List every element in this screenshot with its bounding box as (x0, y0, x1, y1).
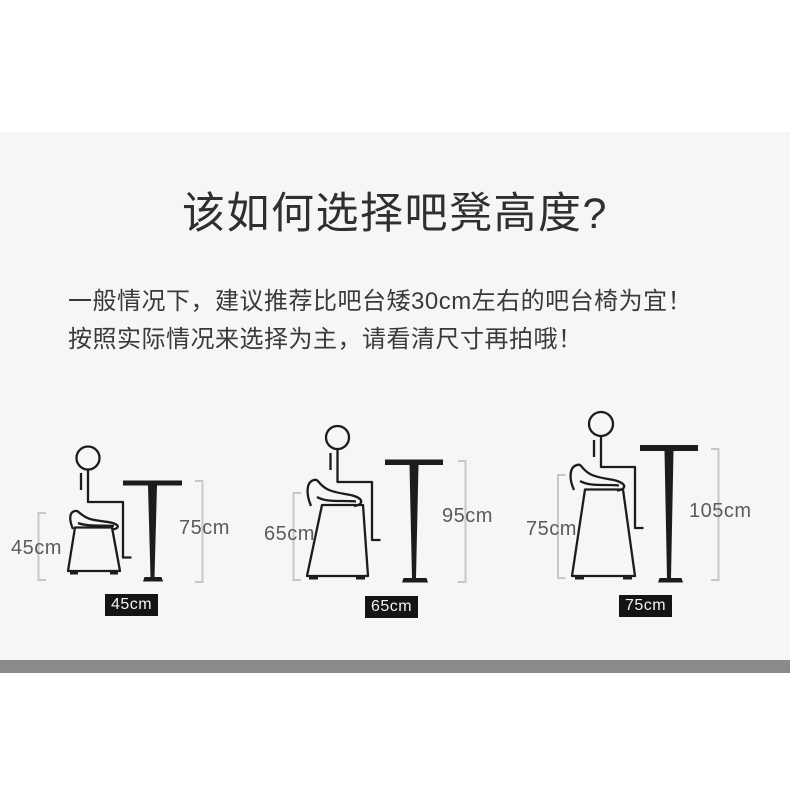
table-stem (664, 451, 674, 578)
stool-foot (70, 571, 78, 575)
stool-height-label-1: 45cm (11, 537, 62, 559)
table-base (402, 578, 428, 583)
stool-size-badge-1: 45cm (105, 594, 158, 616)
table-height-bracket (711, 448, 720, 581)
stool-height-bracket (37, 512, 46, 581)
stool-foot (356, 576, 365, 580)
person-head-icon (324, 424, 351, 451)
diagram-high-stool (557, 410, 720, 583)
stool-foot (575, 576, 584, 580)
stool-height-diagrams (37, 410, 720, 583)
stool-size-badge-2: 65cm (365, 596, 418, 618)
table-base (658, 578, 683, 583)
table-top (640, 445, 698, 451)
table-base (143, 577, 163, 582)
stool-foot (623, 576, 632, 580)
stool-seat-inner (77, 521, 115, 528)
gray-section-background (0, 132, 790, 660)
stool-foot (110, 571, 118, 575)
stool-height-bracket (557, 474, 566, 579)
table-top (123, 480, 182, 486)
bar-stool (66, 509, 122, 575)
page-title: 该如何选择吧凳高度? (182, 190, 608, 238)
person-body (86, 469, 132, 559)
stool-foot (309, 576, 318, 580)
bar-table (123, 480, 182, 582)
stool-body (570, 488, 637, 578)
table-height-label-1: 75cm (179, 517, 230, 539)
bar-table (385, 459, 443, 583)
table-height-label-3: 105cm (689, 500, 752, 522)
stool-height-label-3: 75cm (526, 518, 577, 540)
bar-table (640, 445, 698, 583)
table-stem (409, 465, 419, 578)
table-height-bracket (195, 480, 204, 583)
person-head-icon (587, 410, 615, 438)
stool-body (305, 503, 370, 578)
stool-seat (69, 509, 119, 531)
stool-seat (306, 478, 363, 508)
stick-person (75, 445, 132, 559)
stool-seat-inner (316, 495, 357, 503)
stool-seat (569, 463, 626, 492)
stool-seat-inner (579, 479, 620, 487)
description-line-2: 按照实际情况来选择为主，请看清尺寸再拍哦！ (68, 326, 583, 353)
person-head-icon (75, 445, 101, 471)
table-height-label-2: 95cm (442, 505, 493, 527)
table-top (385, 459, 443, 465)
person-body (599, 436, 644, 530)
person-body (336, 449, 381, 542)
table-height-bracket (458, 460, 467, 583)
bar-stool (305, 478, 370, 580)
diagram-low-stool (37, 445, 204, 583)
diagram-mid-stool (292, 424, 467, 583)
stick-person (587, 410, 644, 530)
section-divider (0, 660, 790, 673)
stick-person (324, 424, 381, 542)
stool-height-label-2: 65cm (264, 523, 315, 545)
stool-size-badge-3: 75cm (619, 595, 672, 617)
description-line-1: 一般情况下，建议推荐比吧台矮30cm左右的吧台椅为宜！ (68, 288, 693, 315)
bar-stool (569, 463, 637, 580)
table-stem (148, 485, 157, 577)
stool-height-bracket (292, 492, 301, 581)
stool-body (66, 526, 122, 573)
